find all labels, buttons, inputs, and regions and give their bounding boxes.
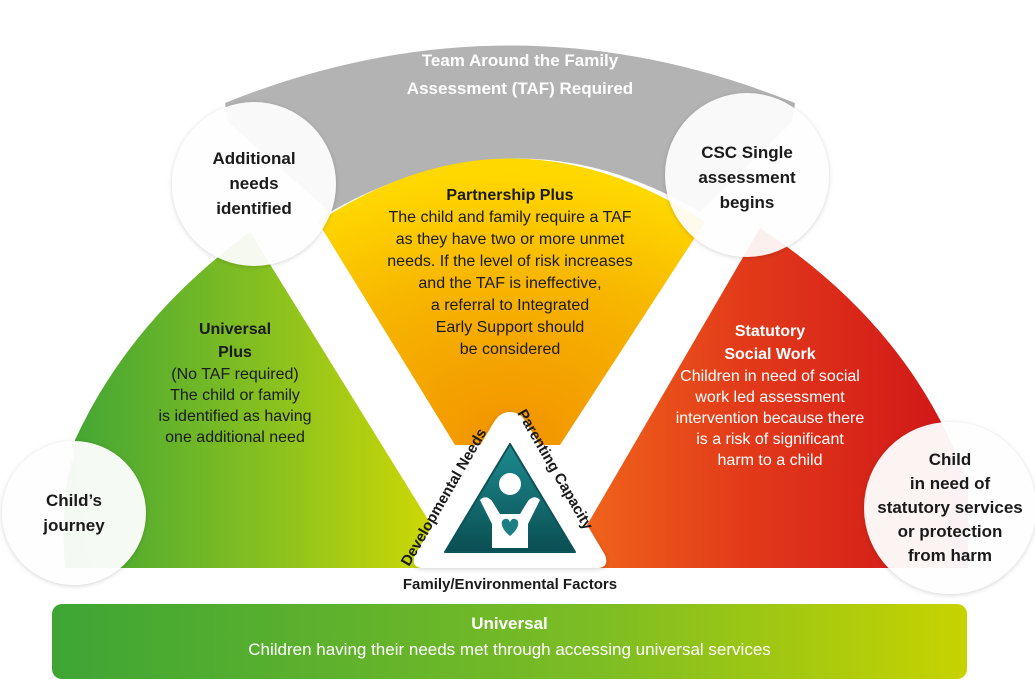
universal-plus-text: Universal Plus (No TAF required) The chi…: [158, 321, 312, 446]
statutory-text: Statutory Social Work Children in need o…: [675, 323, 865, 469]
additional-needs-label: Additional needs identified: [212, 149, 296, 218]
universal-plus-sector: [65, 232, 458, 568]
child-statutory-label: Child in need of statutory services or p…: [877, 450, 1023, 565]
universal-bar-title: Universal: [471, 614, 548, 633]
childs-journey-label: Child’s journey: [43, 491, 105, 535]
statutory-sector: [562, 228, 968, 568]
childs-journey-circle: [2, 441, 146, 585]
child-heart-icon: [480, 473, 540, 548]
additional-needs-circle: [172, 102, 336, 266]
csc-single-label: CSC Single assessment begins: [698, 143, 796, 212]
taf-band: [225, 45, 795, 212]
taf-title-line2: Assessment (TAF) Required: [406, 79, 634, 98]
triangle-bottom-label: Family/Environmental Factors: [402, 576, 618, 593]
universal-bar: [52, 604, 967, 679]
csc-single-circle: [665, 93, 829, 257]
child-statutory-circle: [864, 422, 1035, 594]
partnership-plus-text: Partnership Plus The child and family re…: [387, 187, 633, 358]
partnership-plus-sector: [318, 158, 705, 445]
taf-title-line1: Team Around the Family: [421, 51, 619, 70]
universal-bar-body: Children having their needs met through …: [248, 640, 771, 659]
